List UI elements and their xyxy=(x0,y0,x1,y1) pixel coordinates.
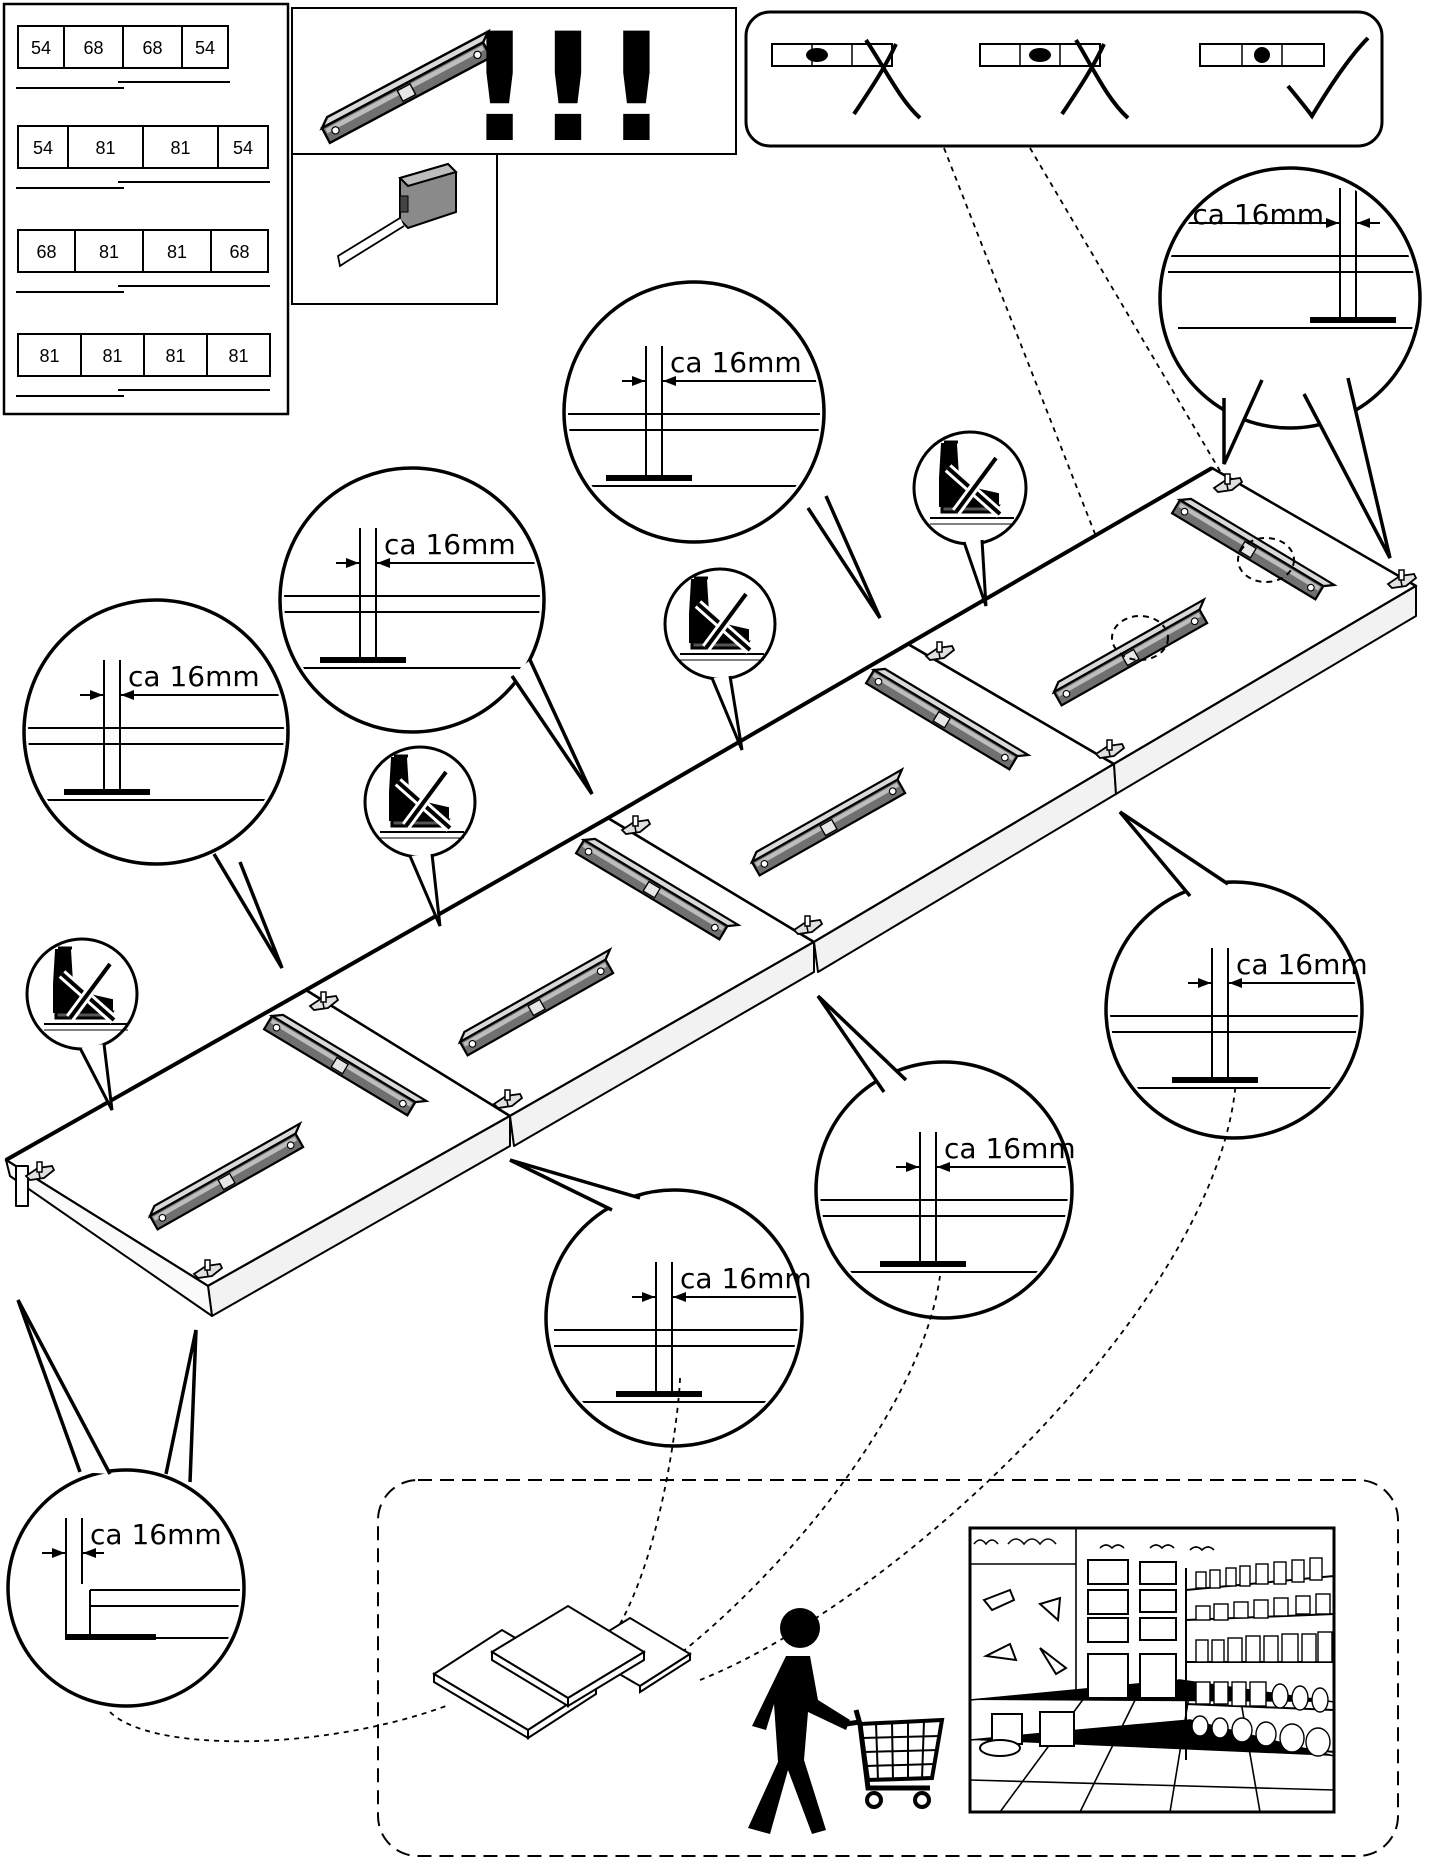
combination-row: 54 68 68 54 xyxy=(16,25,230,89)
combination-cell-value: 81 xyxy=(165,346,185,366)
combination-cell xyxy=(17,125,69,169)
gap-callouts: ca 16mm ca 16mm ca 16mm ca 16mm ca 16mm ca 16… xyxy=(6,166,1422,1708)
bubble-right-wrong xyxy=(979,38,1130,120)
combination-cell-value: 81 xyxy=(167,242,187,262)
warning-text: !!! xyxy=(465,2,670,176)
gap-label: ca 16mm xyxy=(384,528,516,561)
gap-callout: ca 16mm xyxy=(562,280,882,619)
tape-measure-icon xyxy=(336,162,458,268)
combination-row: 54 81 81 54 xyxy=(16,125,270,189)
gap-label: ca 16mm xyxy=(1236,948,1368,981)
gap-callout: ca 16mm xyxy=(278,466,594,795)
gap-label: ca 16mm xyxy=(90,1518,222,1551)
shopping-area xyxy=(377,1479,1399,1857)
no-step-icon xyxy=(663,567,777,751)
combination-cell-value: 54 xyxy=(233,138,253,158)
gap-callout: ca 16mm xyxy=(814,994,1076,1320)
combination-cell xyxy=(74,229,144,273)
combination-row: 68 81 81 68 xyxy=(16,229,270,293)
combination-cell-value: 54 xyxy=(195,38,215,58)
level-warning-panel: !!! xyxy=(291,2,737,176)
combination-cell-value: 68 xyxy=(83,38,103,58)
shim-plates-icon xyxy=(432,1604,692,1740)
combination-cell xyxy=(210,229,269,273)
combination-cell xyxy=(17,25,65,69)
combination-cell-value: 81 xyxy=(170,138,190,158)
bubble-highlight-circles xyxy=(1111,537,1295,661)
combination-cell-value: 81 xyxy=(95,138,115,158)
combination-cell xyxy=(142,229,212,273)
hardware-store-icon xyxy=(968,1526,1336,1814)
no-step-icon xyxy=(363,745,477,927)
combination-table: 54 68 68 54 54 81 81 54 68 81 81 68 81 81 81 81 xyxy=(2,2,290,416)
combination-cell xyxy=(17,333,82,377)
combination-cell-value: 81 xyxy=(39,346,59,366)
no-step-callouts xyxy=(25,430,1028,1111)
gap-detail xyxy=(42,1518,240,1640)
level-check-panel xyxy=(744,10,1384,148)
gap-callout: ca 16mm xyxy=(509,1158,812,1448)
bubble-left-wrong xyxy=(771,38,922,120)
gap-callout: ca 16mm xyxy=(1158,166,1422,559)
gap-callout: ca 16mm xyxy=(1104,810,1368,1140)
gap-callout: ca 16mm xyxy=(6,1299,246,1708)
gap-label: ca 16mm xyxy=(680,1262,812,1295)
combination-cell-value: 68 xyxy=(36,242,56,262)
combination-row: 81 81 81 81 xyxy=(16,333,271,397)
combination-cell-value: 54 xyxy=(31,38,51,58)
bubble-centered-correct xyxy=(1199,36,1370,120)
gap-callout: ca 16mm xyxy=(22,598,290,969)
combination-cell xyxy=(143,333,208,377)
gap-label: ca 16mm xyxy=(670,346,802,379)
tape-measure-panel xyxy=(291,153,498,305)
combination-cell xyxy=(67,125,144,169)
combination-cell-value: 54 xyxy=(33,138,53,158)
combination-cell xyxy=(206,333,271,377)
combination-cell-value: 68 xyxy=(229,242,249,262)
combination-cell xyxy=(181,25,229,69)
gap-label: ca 16mm xyxy=(944,1132,1076,1165)
combination-cell-value: 68 xyxy=(142,38,162,58)
combination-cell-value: 81 xyxy=(99,242,119,262)
gap-label: ca 16mm xyxy=(1192,198,1324,231)
combination-cell xyxy=(217,125,269,169)
combination-cell-value: 81 xyxy=(228,346,248,366)
no-step-icon xyxy=(912,430,1028,607)
combination-cell xyxy=(17,229,76,273)
combination-cell-value: 81 xyxy=(102,346,122,366)
combination-cell xyxy=(122,25,183,69)
shopper-with-cart-icon xyxy=(748,1608,945,1834)
no-step-icon xyxy=(25,937,139,1111)
gap-label: ca 16mm xyxy=(128,660,260,693)
